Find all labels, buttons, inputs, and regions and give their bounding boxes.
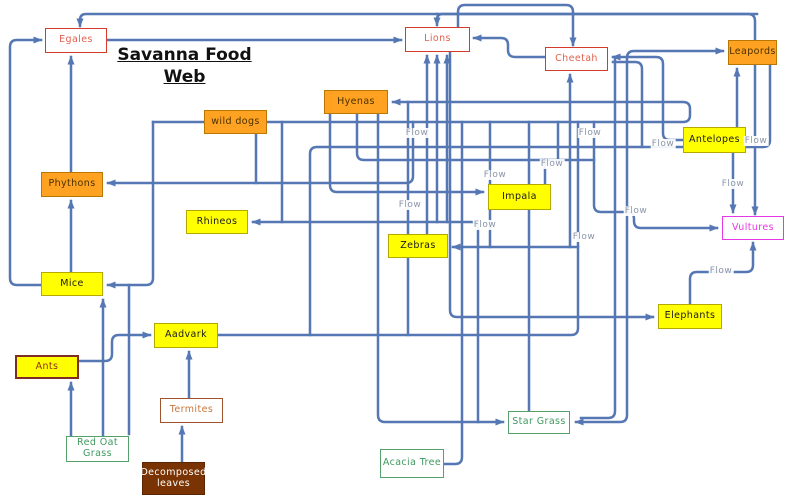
node-zebras[interactable]: Zebras: [388, 234, 448, 258]
flow-label: Flow: [571, 232, 597, 242]
connector: [216, 120, 580, 337]
node-leapords[interactable]: Leapords: [728, 40, 777, 65]
flow-label: Flow: [650, 139, 676, 149]
node-wild-dogs[interactable]: wild dogs: [204, 110, 267, 134]
connector: [106, 120, 415, 187]
connector: [106, 120, 155, 289]
node-elephants[interactable]: Elephants: [658, 304, 722, 329]
flow-label: Flow: [397, 200, 423, 210]
flow-label: Flow: [623, 206, 649, 216]
node-vultures[interactable]: Vultures: [722, 216, 784, 240]
diagram-title: Savanna Food Web: [112, 44, 257, 88]
connector: [76, 12, 439, 28]
flow-label: Flow: [539, 159, 565, 169]
connector: [8, 36, 43, 287]
node-egales[interactable]: Egales: [45, 28, 107, 53]
node-star-grass[interactable]: Star Grass: [508, 411, 570, 434]
flow-label: Flow: [482, 170, 508, 180]
title-line-2: Web: [163, 67, 206, 88]
flow-label: Flow: [472, 220, 498, 230]
connector: [151, 98, 692, 124]
connector: [574, 145, 629, 426]
connector: [472, 34, 547, 59]
connector: [442, 120, 464, 466]
flow-label: Flow: [404, 128, 430, 138]
node-antelopes[interactable]: Antelopes: [683, 127, 746, 153]
connector: [435, 12, 759, 216]
connector: [456, 3, 577, 47]
connector: [611, 53, 685, 142]
node-mice[interactable]: Mice: [41, 272, 103, 296]
node-lions[interactable]: Lions: [405, 27, 470, 52]
connector: [328, 112, 485, 196]
connector: [448, 50, 655, 321]
node-decomposed-leaves[interactable]: Decomposed leaves: [140, 462, 206, 495]
connector: [579, 55, 617, 420]
connector: [376, 112, 505, 426]
connector: [611, 60, 644, 149]
title-line-1: Savanna Food: [117, 45, 252, 65]
node-red-oat-grass[interactable]: Red Oat Grass: [66, 436, 129, 462]
connector: [308, 63, 772, 337]
node-acacia-tree[interactable]: Acacia Tree: [380, 449, 444, 478]
node-hyenas[interactable]: Hyenas: [324, 90, 388, 114]
flow-label: Flow: [708, 266, 734, 276]
node-termites[interactable]: Termites: [160, 398, 223, 423]
node-phythons[interactable]: Phythons: [41, 172, 103, 197]
flow-label: Flow: [577, 128, 603, 138]
node-rhineos[interactable]: Rhineos: [186, 210, 248, 234]
connector: [77, 331, 152, 363]
node-cheetah[interactable]: Cheetah: [545, 47, 608, 71]
connector: [355, 112, 596, 162]
node-ants[interactable]: Ants: [15, 355, 79, 379]
connector: [433, 12, 759, 27]
node-impala[interactable]: Impala: [488, 184, 551, 210]
flow-label: Flow: [720, 179, 746, 189]
flow-label: Flow: [743, 136, 769, 146]
node-aadvark[interactable]: Aadvark: [154, 323, 218, 348]
